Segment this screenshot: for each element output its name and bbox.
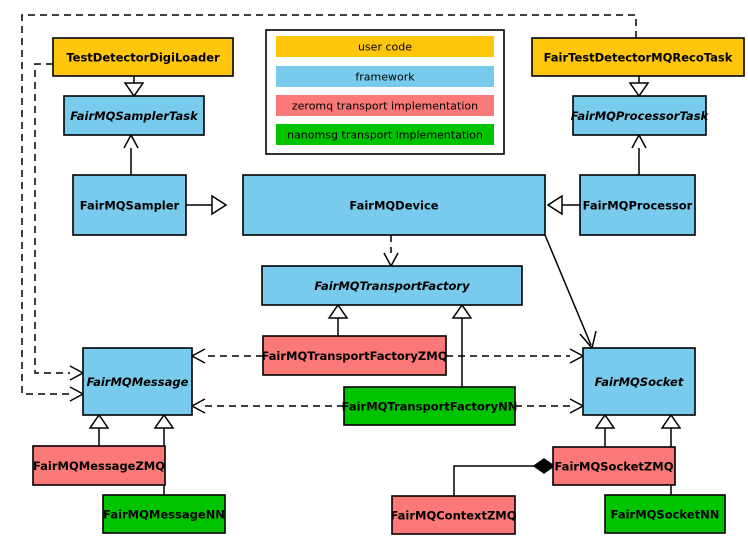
legend-label: zeromq transport implementation (292, 100, 478, 113)
class-node-FairMQContextZMQ[interactable]: FairMQContextZMQ (390, 495, 517, 535)
class-node-FairMQTransportFactory[interactable]: FairMQTransportFactory (261, 265, 523, 306)
class-node-FairMQSocket[interactable]: FairMQSocket (582, 347, 696, 416)
edge-messagenn-to-message-arrowhead (153, 413, 175, 429)
legend-entry-1: framework (276, 66, 494, 87)
edge-device-to-transportfactory-arrowhead (383, 252, 399, 268)
class-node-label: FairMQProcessor (583, 199, 693, 213)
class-node-label: FairMQSocketNN (611, 508, 720, 522)
class-node-box[interactable] (531, 37, 745, 77)
legend-box: user code framework zeromq transport imple… (265, 29, 505, 155)
class-node-box[interactable] (102, 494, 226, 534)
class-node-box[interactable] (82, 347, 193, 416)
edge-recotask-to-message (21, 14, 637, 395)
legend-entry-3: nanomsg transport implementation (276, 124, 494, 145)
edge-socketzmq-to-socket-arrowhead (594, 413, 616, 429)
class-node-FairMQSocketNN[interactable]: FairMQSocketNN (604, 494, 726, 534)
class-node-box[interactable] (343, 386, 516, 426)
class-node-box[interactable] (242, 174, 546, 236)
class-node-TestDetectorDigiLoader[interactable]: TestDetectorDigiLoader (52, 37, 234, 77)
class-node-box[interactable] (52, 37, 234, 77)
class-node-FairMQSocketZMQ[interactable]: FairMQSocketZMQ (552, 446, 676, 486)
edge-digiloader-to-message (34, 63, 70, 374)
edge-processor-to-device-arrowhead (546, 194, 563, 216)
class-node-box[interactable] (63, 95, 205, 136)
class-node-FairMQMessageZMQ[interactable]: FairMQMessageZMQ (32, 445, 166, 486)
class-node-label: FairMQSocketZMQ (555, 460, 674, 474)
class-node-FairMQDevice[interactable]: FairMQDevice (242, 174, 546, 236)
edge-factoryzmq-to-factory-arrowhead (327, 303, 349, 319)
edge-factorynn-to-socket-arrowhead (569, 398, 585, 414)
class-node-label: FairMQMessageZMQ (33, 459, 165, 473)
legend-swatch (276, 66, 494, 87)
class-node-FairMQMessageNN[interactable]: FairMQMessageNN (102, 494, 226, 534)
nodes-layer: TestDetectorDigiLoaderFairMQSamplerTaskF… (32, 37, 745, 535)
class-node-box[interactable] (262, 335, 447, 376)
edge-digiloader-to-message-arrowhead (69, 365, 85, 381)
class-node-box[interactable] (391, 495, 516, 535)
class-node-FairMQSamplerTask[interactable]: FairMQSamplerTask (63, 95, 205, 136)
class-node-label: FairMQTransportFactory (314, 279, 470, 293)
edge-sampler-to-device-arrowhead (211, 194, 228, 216)
edge-factorynn-to-message-arrowhead (190, 398, 206, 414)
class-node-label: FairTestDetectorMQRecoTask (544, 51, 733, 65)
edge-processor-to-processortask-arrowhead (631, 133, 647, 149)
class-node-box[interactable] (579, 174, 696, 236)
class-node-box[interactable] (582, 347, 696, 416)
legend-label: user code (358, 41, 412, 54)
edge-sampler-to-samplertask-arrowhead (123, 133, 139, 149)
class-node-FairTestDetectorMQRecoTask[interactable]: FairTestDetectorMQRecoTask (531, 37, 745, 77)
class-node-FairMQProcessor[interactable]: FairMQProcessor (579, 174, 696, 236)
edge-device-to-socket (544, 234, 592, 346)
edge-recotask-to-message-arrowhead (69, 386, 85, 402)
legend-entry-0: user code (276, 36, 494, 57)
edge-messagezmq-to-message-arrowhead (88, 413, 110, 429)
class-node-label: FairMQSocket (595, 375, 684, 389)
class-node-label: FairMQProcessorTask (571, 109, 710, 123)
legend-swatch (276, 36, 494, 57)
legend-entry-2: zeromq transport implementation (276, 95, 494, 116)
edge-factoryzmq-to-socket-arrowhead (569, 348, 585, 364)
class-node-box[interactable] (72, 174, 187, 236)
class-node-FairMQTransportFactoryZMQ[interactable]: FairMQTransportFactoryZMQ (261, 335, 448, 376)
class-node-box[interactable] (261, 265, 523, 306)
legend-swatch (276, 95, 494, 116)
edge-factorynn-to-factory-arrowhead (451, 303, 473, 319)
class-node-label: TestDetectorDigiLoader (66, 51, 220, 65)
class-node-label: FairMQTransportFactoryZMQ (261, 349, 447, 363)
class-node-FairMQTransportFactoryNN[interactable]: FairMQTransportFactoryNN (342, 386, 518, 426)
edge-socketnn-to-socket-arrowhead (660, 413, 682, 429)
class-node-label: FairMQSamplerTask (70, 109, 199, 123)
class-node-label: FairMQTransportFactoryNN (342, 400, 518, 414)
class-node-label: FairMQMessageNN (103, 508, 225, 522)
legend-label: framework (355, 71, 415, 84)
class-node-label: FairMQDevice (349, 199, 438, 213)
class-node-FairMQProcessorTask[interactable]: FairMQProcessorTask (571, 95, 710, 136)
class-node-label: FairMQSampler (80, 199, 180, 213)
edge-factoryzmq-to-message-arrowhead (190, 348, 206, 364)
class-node-label: FairMQContextZMQ (390, 509, 516, 523)
legend-label: nanomsg transport implementation (287, 129, 483, 142)
class-node-FairMQSampler[interactable]: FairMQSampler (72, 174, 187, 236)
class-node-box[interactable] (604, 494, 726, 534)
class-node-FairMQMessage[interactable]: FairMQMessage (82, 347, 193, 416)
class-node-box[interactable] (572, 95, 707, 136)
legend-swatch (276, 124, 494, 145)
class-node-box[interactable] (32, 445, 166, 486)
edge-contextzmq-to-socketzmq-diamond (532, 458, 556, 474)
class-node-box[interactable] (552, 446, 676, 486)
edge-recotask-to-processortask-arrowhead (628, 82, 650, 98)
class-node-label: FairMQMessage (87, 375, 189, 389)
edge-digiloader-to-samplertask-arrowhead (123, 82, 145, 98)
edge-contextzmq-to-socketzmq (453, 465, 534, 496)
